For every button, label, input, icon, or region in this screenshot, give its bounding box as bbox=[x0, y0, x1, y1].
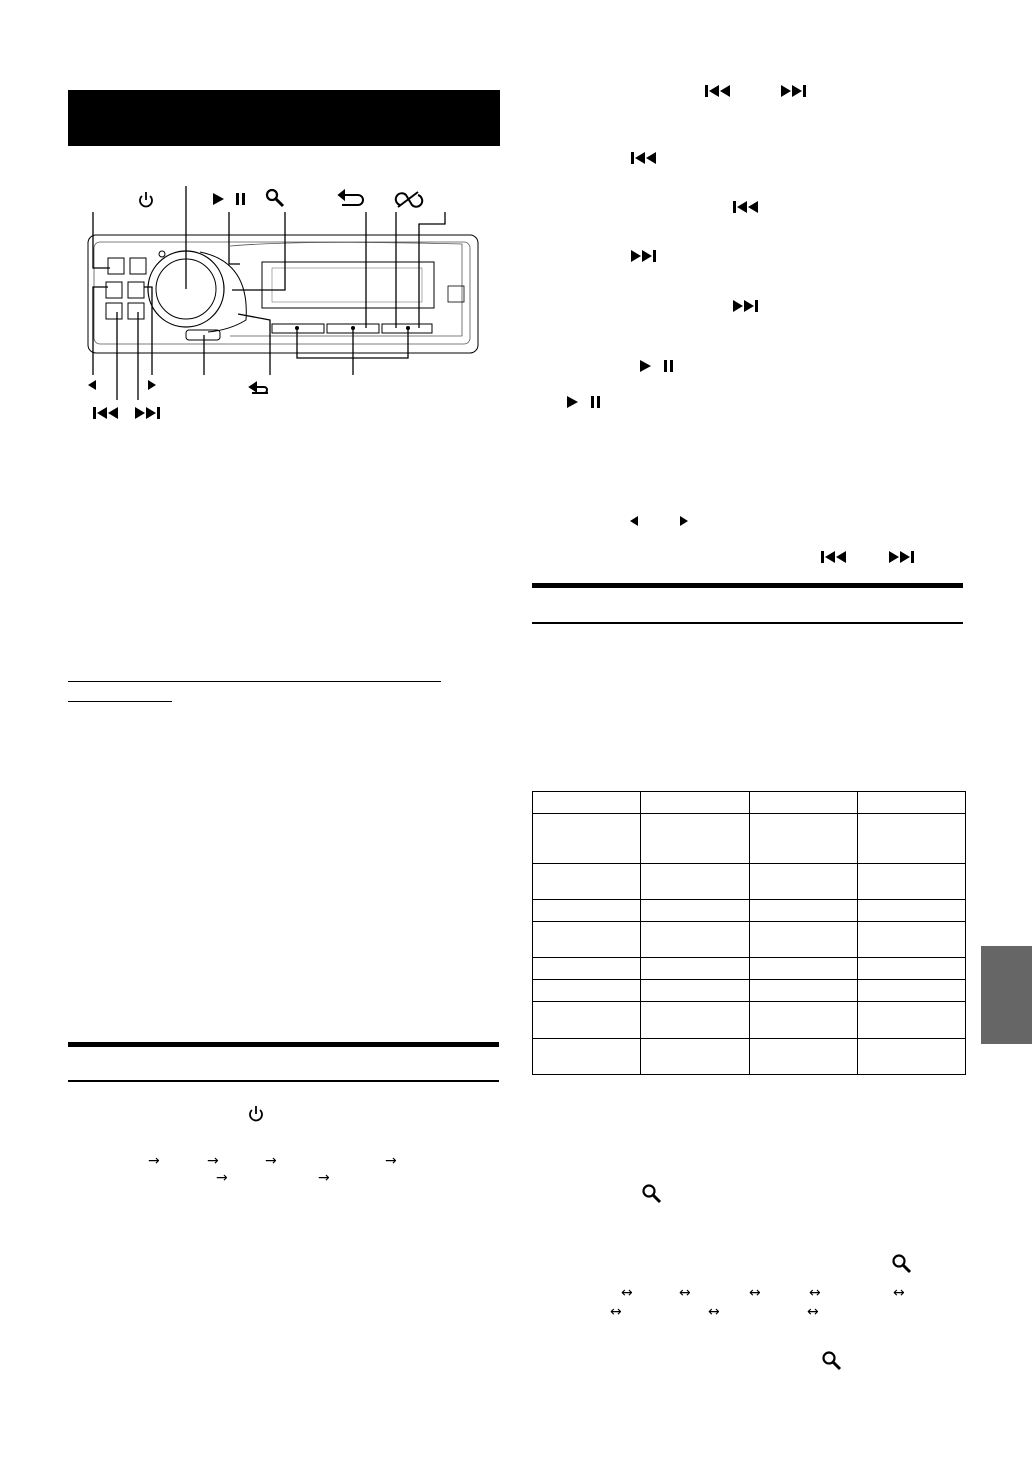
table-row bbox=[531, 813, 967, 864]
arrow-right: → bbox=[216, 1170, 228, 1186]
arrow-both: ↔ bbox=[679, 1285, 691, 1301]
table-cell bbox=[856, 1038, 967, 1075]
table-cell bbox=[748, 813, 858, 864]
section-side-tab bbox=[981, 946, 1032, 1044]
table-cell bbox=[856, 1001, 967, 1039]
arrow-both: ↔ bbox=[749, 1285, 761, 1301]
shuffle-icon bbox=[394, 191, 424, 208]
table-cell bbox=[748, 979, 858, 1002]
table-cell bbox=[531, 791, 642, 814]
table-row bbox=[531, 899, 967, 922]
skip-next-icon bbox=[889, 551, 914, 563]
skip-next-icon bbox=[135, 407, 160, 419]
search-icon bbox=[892, 1254, 912, 1274]
power-icon bbox=[249, 1106, 263, 1122]
arrow-both: ↔ bbox=[708, 1304, 720, 1320]
table-cell bbox=[856, 957, 967, 980]
table-cell bbox=[748, 899, 858, 922]
table-cell bbox=[856, 979, 967, 1002]
arrow-both: ↔ bbox=[610, 1304, 622, 1320]
skip-previous-icon bbox=[705, 85, 730, 97]
table-row bbox=[531, 1001, 967, 1039]
arrow-right: → bbox=[265, 1153, 277, 1169]
table-cell bbox=[531, 1038, 642, 1075]
search-icon bbox=[265, 188, 285, 208]
section-rule bbox=[532, 583, 963, 588]
table-cell bbox=[856, 921, 967, 958]
head-unit-diagram bbox=[87, 186, 479, 419]
arrow-both: ↔ bbox=[807, 1304, 819, 1320]
table-cell bbox=[640, 863, 750, 900]
left-triangle-icon bbox=[630, 516, 638, 526]
table-row bbox=[531, 1038, 967, 1075]
section-rule bbox=[68, 1042, 499, 1047]
table-cell bbox=[856, 863, 967, 900]
section-title-bar bbox=[68, 90, 500, 146]
arrow-right: → bbox=[148, 1153, 160, 1169]
table-cell bbox=[640, 813, 750, 864]
search-icon bbox=[822, 1351, 842, 1371]
table-cell bbox=[748, 957, 858, 980]
table-cell bbox=[531, 957, 642, 980]
table-row bbox=[531, 921, 967, 958]
table-cell bbox=[640, 957, 750, 980]
right-triangle-icon bbox=[148, 380, 156, 390]
table-cell bbox=[856, 899, 967, 922]
play-pause-icon bbox=[640, 360, 673, 372]
skip-next-icon bbox=[631, 250, 656, 262]
underline bbox=[68, 701, 172, 702]
underline bbox=[68, 681, 441, 682]
table-cell bbox=[640, 1001, 750, 1039]
table-cell bbox=[640, 921, 750, 958]
right-triangle-icon bbox=[680, 516, 688, 526]
subsection-rule bbox=[68, 1080, 499, 1082]
arrow-right: → bbox=[207, 1153, 219, 1169]
table-cell bbox=[748, 791, 858, 814]
table-cell bbox=[856, 791, 967, 814]
table-cell bbox=[531, 921, 642, 958]
table-row bbox=[531, 863, 967, 900]
table-row bbox=[531, 791, 967, 814]
arrow-both: ↔ bbox=[809, 1285, 821, 1301]
table-cell bbox=[531, 813, 642, 864]
skip-previous-icon bbox=[631, 152, 656, 164]
data-table bbox=[531, 791, 967, 1075]
play-pause-icon bbox=[213, 193, 245, 205]
table-cell bbox=[856, 813, 967, 864]
search-icon bbox=[642, 1184, 662, 1204]
arrow-right: → bbox=[385, 1153, 397, 1169]
play-pause-icon bbox=[567, 396, 600, 408]
subsection-rule bbox=[532, 622, 963, 624]
table-cell bbox=[748, 1001, 858, 1039]
table-cell bbox=[640, 791, 750, 814]
table-cell bbox=[640, 979, 750, 1002]
arrow-both: ↔ bbox=[893, 1285, 905, 1301]
repeat-icon bbox=[337, 188, 364, 206]
skip-previous-icon bbox=[93, 407, 118, 419]
back-icon bbox=[248, 381, 268, 394]
skip-previous-icon bbox=[733, 201, 758, 213]
table-cell bbox=[531, 1001, 642, 1039]
table-cell bbox=[640, 899, 750, 922]
table-row bbox=[531, 979, 967, 1002]
table-cell bbox=[748, 1038, 858, 1075]
skip-previous-icon bbox=[821, 551, 846, 563]
left-triangle-icon bbox=[88, 380, 96, 390]
arrow-right: → bbox=[318, 1170, 330, 1186]
table-cell bbox=[531, 863, 642, 900]
table-cell bbox=[531, 979, 642, 1002]
skip-next-icon bbox=[733, 300, 758, 312]
table-cell bbox=[748, 921, 858, 958]
table-cell bbox=[531, 899, 642, 922]
skip-next-icon bbox=[781, 85, 806, 97]
arrow-both: ↔ bbox=[621, 1285, 633, 1301]
table-cell bbox=[748, 863, 858, 900]
power-icon bbox=[139, 192, 153, 208]
table-cell bbox=[640, 1038, 750, 1075]
table-row bbox=[531, 957, 967, 980]
